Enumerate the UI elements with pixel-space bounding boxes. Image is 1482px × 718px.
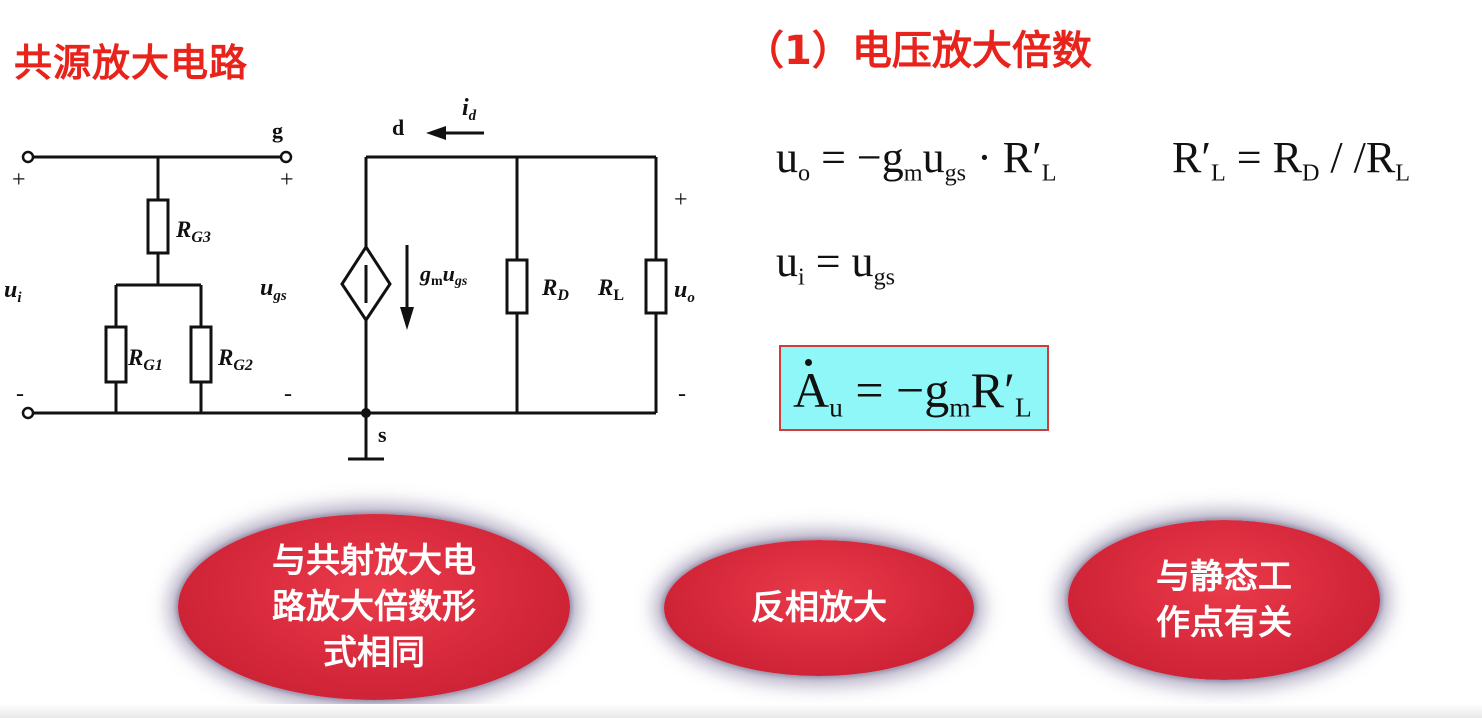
voltage-gain-box: Au = −gmR′L xyxy=(779,345,1049,431)
common-source-circuit: g d s + + + - - - ui ugs uo id RG3 RG1 R… xyxy=(4,95,695,461)
resistor-rg3 xyxy=(146,198,170,255)
label-rg3: RG3 xyxy=(175,217,211,246)
load-resistance-equation: R′L = RD / /RL xyxy=(1172,133,1410,187)
bubble-same-form: 与共射放大电 路放大倍数形 式相同 xyxy=(178,514,570,700)
circuit-title: 共源放大电路 xyxy=(14,41,249,85)
label-rd: RD xyxy=(541,275,569,304)
output-plus-sign: + xyxy=(674,187,688,213)
bubble-same-form-text: 与共射放大电 路放大倍数形 式相同 xyxy=(272,541,476,673)
label-gm-ugs: gmugs xyxy=(419,261,468,289)
output-voltage-equation: uo = −gmugs · R′L xyxy=(776,133,1057,187)
label-uo: uo xyxy=(674,277,695,306)
node-g-label: g xyxy=(272,118,283,143)
label-rl: RL xyxy=(597,275,624,304)
label-ugs: ugs xyxy=(260,275,287,304)
resistor-rd xyxy=(505,258,529,315)
node-d-label: d xyxy=(392,115,404,140)
label-rg1: RG1 xyxy=(127,345,163,374)
input-plus-sign: + xyxy=(12,167,26,193)
label-ui: ui xyxy=(4,277,22,306)
input-voltage-equation: ui = ugs xyxy=(776,237,896,291)
ugs-plus-sign: + xyxy=(280,167,294,193)
terminal-input-top xyxy=(21,150,35,164)
node-s-label: s xyxy=(378,422,387,447)
bubble-inverting-text: 反相放大 xyxy=(751,588,887,628)
input-minus-sign: - xyxy=(16,381,24,407)
bubble-inverting: 反相放大 xyxy=(664,540,974,676)
resistor-rl xyxy=(644,258,668,315)
terminal-input-bottom xyxy=(21,406,35,420)
resistor-rg2 xyxy=(189,325,213,384)
arrow-head-left xyxy=(426,126,446,140)
resistor-rg1 xyxy=(104,325,128,384)
dependent-current-source xyxy=(340,244,392,323)
bubble-operating-point: 与静态工 作点有关 xyxy=(1068,520,1380,680)
bottom-bar xyxy=(0,704,1482,718)
source-node-dot xyxy=(361,408,371,418)
label-id: id xyxy=(462,95,477,124)
arrow-head-down xyxy=(400,307,414,330)
phasor-dot xyxy=(805,359,812,366)
bubble-operating-point-text: 与静态工 作点有关 xyxy=(1156,557,1292,643)
section-title: （1）电压放大倍数 xyxy=(744,28,1092,74)
label-rg2: RG2 xyxy=(217,345,253,374)
output-minus-sign: - xyxy=(678,381,686,407)
ugs-minus-sign: - xyxy=(284,381,292,407)
terminal-gate xyxy=(279,150,293,164)
voltage-gain-equation: Au = −gmR′L xyxy=(793,359,1032,424)
